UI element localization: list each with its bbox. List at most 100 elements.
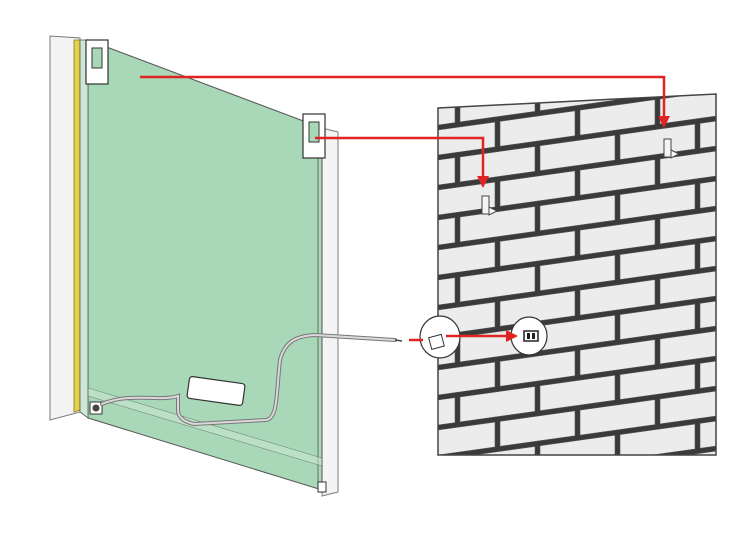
brick [340,433,415,469]
brick [539,254,616,292]
brick [438,94,496,98]
brick [619,183,696,220]
guide-arrows [140,75,670,342]
brick [740,197,750,233]
brick [659,148,716,185]
arrow-right-bracket-to-left-hook [315,136,489,188]
power-switch [89,401,103,415]
brick [500,471,575,507]
brick [740,17,750,53]
brick [579,399,656,436]
brick [499,110,576,147]
socket-pin-icon [532,333,535,339]
mirror-panel [49,35,339,497]
brick [659,268,716,305]
brick-pattern [340,17,750,547]
brick [438,217,456,254]
brick [540,495,615,530]
brick [499,410,576,447]
panel-bottom-edge [87,387,323,467]
brick [380,458,455,494]
hook-tip-icon [670,149,681,159]
brick [459,206,536,243]
brick [699,352,716,389]
wall-hook-icon [663,138,672,158]
brick [699,232,716,269]
panel-side-edge [79,39,89,419]
cable-to-wall [394,339,403,342]
brick [459,446,536,455]
brick [438,277,456,314]
brick [500,51,575,87]
bracket-left-slot [91,47,103,69]
brick [340,193,415,229]
brick [499,230,576,267]
brick [659,208,716,245]
brick [340,253,415,289]
panel-foot [317,481,327,493]
brick [699,112,716,149]
brick [659,448,716,455]
brick [499,350,576,387]
brick [499,290,576,327]
brick [340,73,415,109]
brick [740,137,750,173]
brick [699,412,716,449]
brick [460,506,535,541]
wall-hook-icon [481,195,490,215]
brick [700,53,750,89]
socket-terminal-icon [523,330,539,342]
bracket-right [302,113,326,159]
brick [659,94,716,125]
brick [699,172,716,209]
internal-cable-highlight [101,333,396,426]
brick [660,28,735,64]
brick [459,266,536,303]
hook-tip-icon [488,206,499,216]
brick [659,388,716,425]
brick [420,482,495,518]
brick [340,373,415,409]
brick [499,170,576,207]
brick [340,493,415,528]
brick [579,339,656,376]
brick [380,518,455,547]
brick [340,313,415,349]
led-driver-box [186,375,246,407]
brick [539,434,616,455]
brick [619,94,696,100]
brick [580,40,655,76]
switch-button-icon [92,404,100,412]
brick [579,99,656,136]
brick [619,303,696,340]
brick [539,194,616,232]
brick [700,473,750,509]
socket-pin-icon [527,333,530,339]
brick [740,257,750,293]
brick-wall [340,17,750,547]
brick [620,484,695,520]
bracket-left [85,39,109,85]
brick [740,437,750,473]
brick [579,279,656,316]
wall-socket [510,316,548,356]
brick [580,460,655,496]
brick [619,123,696,160]
brick [740,317,750,353]
brick [740,377,750,413]
brick [539,134,616,172]
brick [438,97,456,134]
brick [459,146,536,183]
brick [699,292,716,329]
brick [438,157,456,194]
brick [619,363,696,400]
panel-right-frame [321,127,339,497]
wiring [100,332,403,427]
panel-yellow-strip [73,39,81,413]
brick [619,423,696,455]
brick [579,219,656,256]
cable-outlet [419,315,461,359]
brick [438,397,456,434]
brick [459,386,536,423]
